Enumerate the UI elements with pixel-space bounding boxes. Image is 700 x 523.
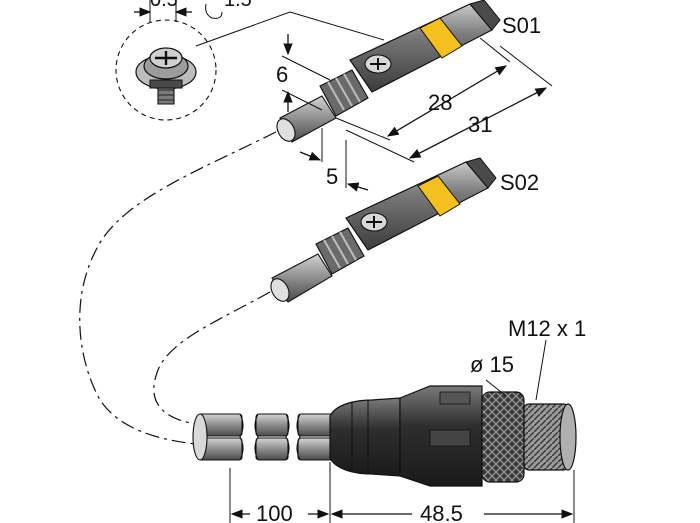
dim-0-5-label: 0.5	[150, 0, 178, 11]
thread-label: M12 x 1	[508, 316, 586, 341]
sensor-s01: S01	[276, 0, 541, 143]
label-band-s02	[417, 175, 461, 217]
sensor-s02-label: S02	[500, 170, 539, 195]
dim-100-label: 100	[256, 501, 293, 523]
s01-dimensions: 6 28 31 5	[276, 34, 553, 192]
dim-28-label: 28	[428, 90, 452, 115]
dim-5-label: 5	[326, 164, 338, 189]
label-band-s01	[419, 17, 463, 59]
sensor-s02: S02	[270, 157, 539, 303]
sensor-s01-label: S01	[502, 13, 541, 38]
dim-6-label: 6	[276, 62, 288, 87]
detail-circle	[115, 19, 217, 121]
diameter-label: ø 15	[470, 352, 514, 377]
connector-dimensions: M12 x 1 ø 15 100 48.5	[229, 316, 586, 523]
screw-detail: 0.5 1.5	[115, 0, 385, 121]
dim-31-label: 31	[468, 112, 492, 137]
m12-connector	[192, 385, 577, 487]
dim-1-5-label: 1.5	[224, 0, 252, 11]
cable-routes	[79, 131, 277, 445]
dim-48-5-label: 48.5	[420, 501, 463, 523]
